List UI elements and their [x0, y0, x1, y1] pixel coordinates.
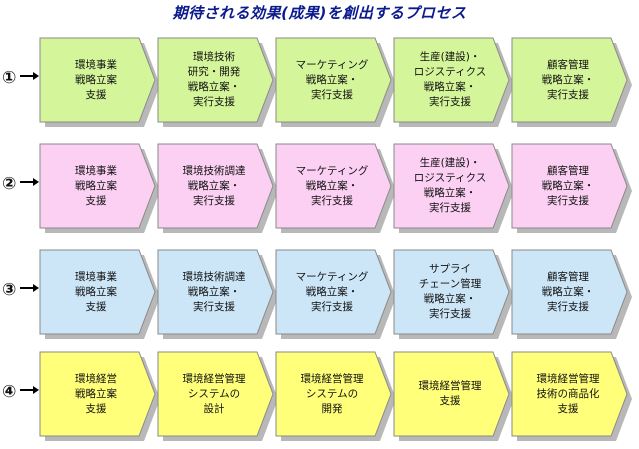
process-step: 環境経営管理 システムの 開発	[275, 351, 396, 444]
process-row-2: ② 環境事業 戦略立案 支援 環境技術調達 戦略立案・ 実行支援 マーケティング 戦略…	[0, 143, 639, 236]
chevron-body	[511, 37, 628, 123]
process-step-label: マーケティング 戦略立案・ 実行支援	[295, 164, 369, 207]
row-arrow-icon	[20, 178, 39, 186]
process-step-label: 環境技術 研究・開発 戦略立案・ 実行支援	[187, 51, 241, 108]
chevron-body	[157, 37, 274, 123]
row-marker: ④	[2, 382, 17, 402]
process-step: 顧客管理 戦略立案・ 実行支援	[511, 249, 632, 342]
chevron-shape	[393, 249, 514, 339]
chevron-shape	[39, 37, 160, 127]
process-step-label: マーケティング 戦略立案・ 実行支援	[295, 270, 369, 313]
chevron-body	[275, 249, 392, 335]
process-step-label: 顧客管理 戦略立案・ 実行支援	[541, 270, 595, 313]
chevron-shape	[511, 143, 632, 233]
chevron-shape	[157, 249, 278, 339]
process-step-label: 環境経営管理 支援	[418, 380, 482, 407]
chevron-body	[157, 351, 274, 437]
row-arrow-icon	[20, 72, 39, 80]
process-step-label: 環境技術調達 戦略立案・ 実行支援	[182, 164, 246, 207]
process-step: 環境経営管理 システムの 設計	[157, 351, 278, 444]
chevron-shape	[275, 37, 396, 127]
process-step-label: 生産(建設)・ ロジスティクス 戦略立案・ 実行支援	[413, 51, 487, 108]
chevron-shape	[511, 249, 632, 339]
chevron-body	[157, 143, 274, 229]
chevron-body	[511, 351, 628, 437]
process-step-label: サプライ チェーン管理 戦略立案・ 実行支援	[418, 263, 482, 320]
chevron-body	[393, 249, 510, 335]
chevron-body	[393, 351, 510, 437]
chevron-shape	[39, 351, 160, 441]
chevron-body	[511, 143, 628, 229]
process-step: 顧客管理 戦略立案・ 実行支援	[511, 37, 632, 130]
process-step-label: 顧客管理 戦略立案・ 実行支援	[541, 58, 595, 101]
chevron-body	[275, 143, 392, 229]
process-step-label: 環境経営管理 システムの 開発	[300, 372, 364, 415]
chevron-body	[511, 249, 628, 335]
process-row-1: ① 環境事業 戦略立案 支援 環境技術 研究・開発 戦略立案・ 実行支援 マーケティン…	[0, 37, 639, 130]
process-step: 環境技術調達 戦略立案・ 実行支援	[157, 143, 278, 236]
chevron-body	[157, 249, 274, 335]
chevron-body	[393, 143, 510, 229]
chevron-body	[275, 351, 392, 437]
chevron-shape	[393, 351, 514, 441]
process-step: 環境事業 戦略立案 支援	[39, 249, 160, 342]
process-row-3: ③ 環境事業 戦略立案 支援 環境技術調達 戦略立案・ 実行支援 マーケティング 戦略…	[0, 249, 639, 342]
row-marker: ②	[2, 174, 17, 194]
process-row-4: ④ 環境経営 戦略立案 支援 環境経営管理 システムの 設計 環境経営管理 システムの…	[0, 351, 639, 444]
process-step: サプライ チェーン管理 戦略立案・ 実行支援	[393, 249, 514, 342]
process-step: 生産(建設)・ ロジスティクス 戦略立案・ 実行支援	[393, 143, 514, 236]
process-step-label: 環境経営 戦略立案 支援	[75, 372, 117, 415]
chevron-body	[39, 37, 156, 123]
process-step: 顧客管理 戦略立案・ 実行支援	[511, 143, 632, 236]
row-marker: ①	[2, 68, 17, 88]
row-arrow-icon	[20, 284, 39, 292]
process-step: 環境経営管理 支援	[393, 351, 514, 444]
process-step: 環境経営 戦略立案 支援	[39, 351, 160, 444]
chevron-shape	[157, 143, 278, 233]
chevron-shape	[157, 37, 278, 127]
process-step: マーケティング 戦略立案・ 実行支援	[275, 37, 396, 130]
chevron-shape	[157, 351, 278, 441]
process-step: マーケティング 戦略立案・ 実行支援	[275, 143, 396, 236]
process-step-label: 環境事業 戦略立案 支援	[75, 270, 117, 313]
process-step: 環境経営管理 技術の商品化 支援	[511, 351, 632, 444]
chevron-body	[39, 351, 156, 437]
process-step-label: マーケティング 戦略立案・ 実行支援	[295, 58, 369, 101]
chevron-shape	[393, 37, 514, 127]
chevron-shape	[39, 249, 160, 339]
process-step: 生産(建設)・ ロジスティクス 戦略立案・ 実行支援	[393, 37, 514, 130]
chevron-body	[39, 143, 156, 229]
chevron-shape	[39, 143, 160, 233]
diagram-title: 期待される効果(成果)を創出するプロセス	[172, 4, 467, 22]
process-step-label: 環境経営管理 システムの 設計	[182, 372, 246, 415]
chevron-body	[393, 37, 510, 123]
process-step-label: 環境事業 戦略立案 支援	[75, 58, 117, 101]
process-step: マーケティング 戦略立案・ 実行支援	[275, 249, 396, 342]
process-step-label: 環境事業 戦略立案 支援	[75, 164, 117, 207]
process-step-label: 環境技術調達 戦略立案・ 実行支援	[182, 270, 246, 313]
process-step: 環境技術 研究・開発 戦略立案・ 実行支援	[157, 37, 278, 130]
chevron-shape	[393, 143, 514, 233]
row-marker: ③	[2, 280, 17, 300]
row-arrow-icon	[20, 386, 39, 394]
process-step-label: 環境経営管理 技術の商品化 支援	[536, 372, 600, 415]
chevron-body	[39, 249, 156, 335]
process-step: 環境技術調達 戦略立案・ 実行支援	[157, 249, 278, 342]
chevron-shape	[275, 143, 396, 233]
chevron-shape	[511, 351, 632, 441]
chevron-shape	[275, 351, 396, 441]
chevron-shape	[511, 37, 632, 127]
process-step-label: 顧客管理 戦略立案・ 実行支援	[541, 164, 595, 207]
process-step-label: 生産(建設)・ ロジスティクス 戦略立案・ 実行支援	[413, 157, 487, 214]
chevron-body	[275, 37, 392, 123]
process-step: 環境事業 戦略立案 支援	[39, 37, 160, 130]
chevron-shape	[275, 249, 396, 339]
process-step: 環境事業 戦略立案 支援	[39, 143, 160, 236]
